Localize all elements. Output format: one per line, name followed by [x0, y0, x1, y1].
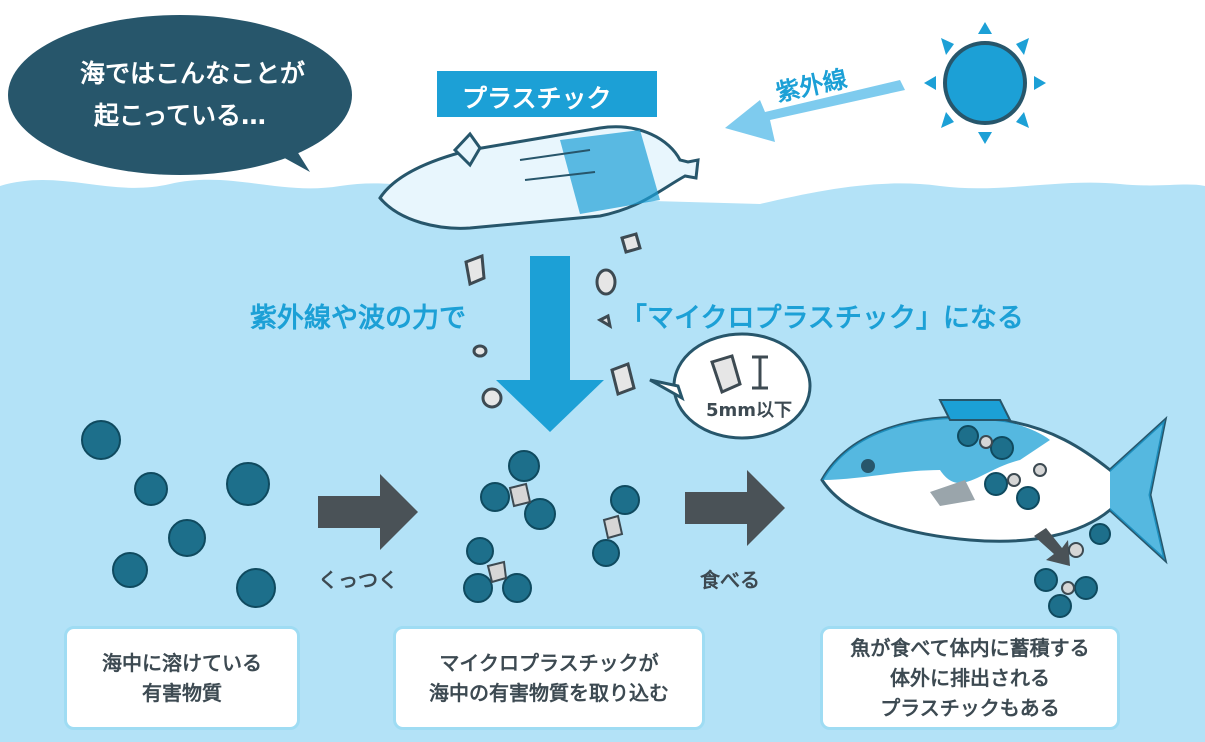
excrete-arrow [1034, 528, 1070, 566]
sea-area [0, 179, 1205, 742]
info-box-fish-line-3: プラスチックもある [880, 696, 1060, 720]
process-arrow [496, 256, 604, 432]
microplastic-clusters [463, 450, 640, 603]
speech-line-2: 起こっている… [94, 101, 267, 130]
info-box-microplastic: マイクロプラスチックが 海中の有害物質を取り込む [393, 626, 705, 730]
info-box-fish: 魚が食べて体内に蓄積する 体外に排出される プラスチックもある [820, 626, 1120, 730]
info-box-toxins-line-2: 有害物質 [142, 681, 222, 705]
plastic-bottle-icon [378, 125, 700, 230]
stick-arrow [318, 474, 418, 550]
info-box-fish-line-1: 魚が食べて体内に蓄積する [850, 636, 1090, 660]
process-label-right: 「マイクロプラスチック」になる [620, 303, 1024, 334]
size-bubble [649, 332, 812, 440]
speech-line-1: 海ではこんなことが [80, 59, 306, 88]
process-label-left: 紫外線や波の力で [250, 303, 466, 334]
speech-bubble [8, 15, 352, 175]
toxin-particles [81, 420, 276, 608]
info-box-toxins-line-1: 海中に溶けている [102, 651, 262, 675]
info-box-fish-line-2: 体外に排出される [890, 666, 1050, 690]
stick-label: くっつく [318, 568, 398, 592]
plastic-label: プラスチック [462, 84, 612, 113]
sun-icon [924, 22, 1046, 144]
plastic-label-box [437, 71, 657, 117]
eat-label: 食べる [700, 568, 760, 592]
plastic-fragments [464, 232, 642, 409]
size-label: 5mm以下 [706, 400, 793, 421]
excreted-clusters [1034, 542, 1098, 618]
info-box-toxins: 海中に溶けている 有害物質 [64, 626, 300, 730]
fish-icon [820, 399, 1168, 565]
info-box-microplastic-line-1: マイクロプラスチックが [439, 651, 659, 675]
info-box-microplastic-line-2: 海中の有害物質を取り込む [429, 681, 669, 705]
eat-arrow [685, 470, 785, 546]
uv-arrow [725, 80, 905, 142]
